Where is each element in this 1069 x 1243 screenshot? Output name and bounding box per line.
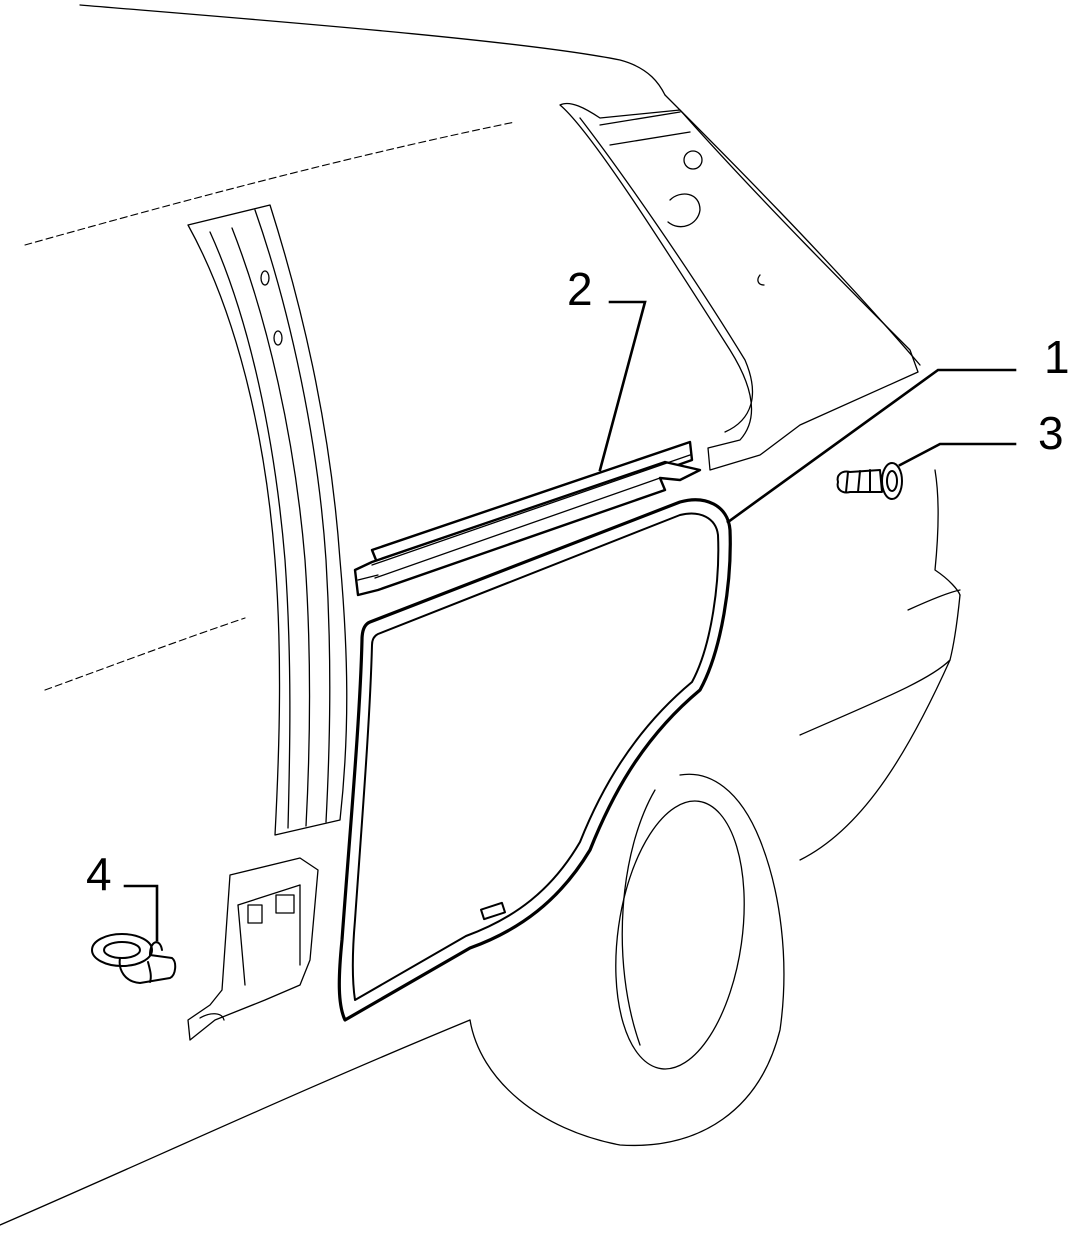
leader-1: [726, 368, 1017, 524]
c-pillar-trim: [559, 102, 919, 471]
callout-4: 4: [86, 848, 112, 900]
leader-lines: [123, 300, 1017, 942]
car-body-outline: [0, 4, 961, 1226]
callout-3: 3: [1038, 407, 1064, 459]
b-pillar: [187, 204, 348, 836]
part-1-door-seal: [337, 498, 732, 1022]
leader-2: [598, 300, 647, 472]
part-3-push-clip: [836, 462, 903, 500]
leader-3: [898, 442, 1017, 467]
callout-2: 2: [567, 263, 593, 315]
sill-bracket: [187, 857, 319, 1041]
leader-4: [123, 884, 159, 942]
callout-1: 1: [1044, 331, 1069, 383]
part-2-window-channel: [353, 440, 702, 597]
part-4-retainer-clip: [91, 933, 177, 984]
